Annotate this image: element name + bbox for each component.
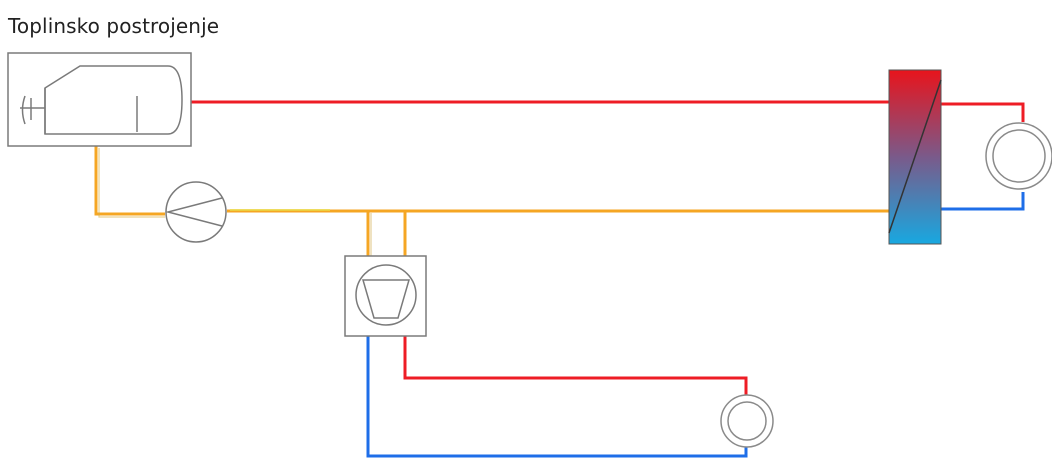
page-title: Toplinsko postrojenje — [8, 14, 220, 38]
consumer-circle-icon-small[interactable] — [720, 394, 774, 448]
heatpump-supply-pipe — [403, 336, 748, 396]
boiler-return-pipe — [94, 145, 165, 216]
boiler-return-shadow — [98, 148, 165, 218]
exchanger-secondary-return — [940, 192, 1025, 211]
heat-pump-icon[interactable] — [344, 255, 427, 337]
boiler-icon[interactable] — [7, 52, 192, 147]
heat-exchanger-icon[interactable] — [888, 69, 942, 245]
pump-icon[interactable] — [165, 181, 227, 243]
exchanger-secondary-supply — [940, 102, 1025, 122]
heatpump-return-pipe — [366, 336, 748, 458]
consumer-circle-icon-large[interactable] — [985, 122, 1052, 190]
